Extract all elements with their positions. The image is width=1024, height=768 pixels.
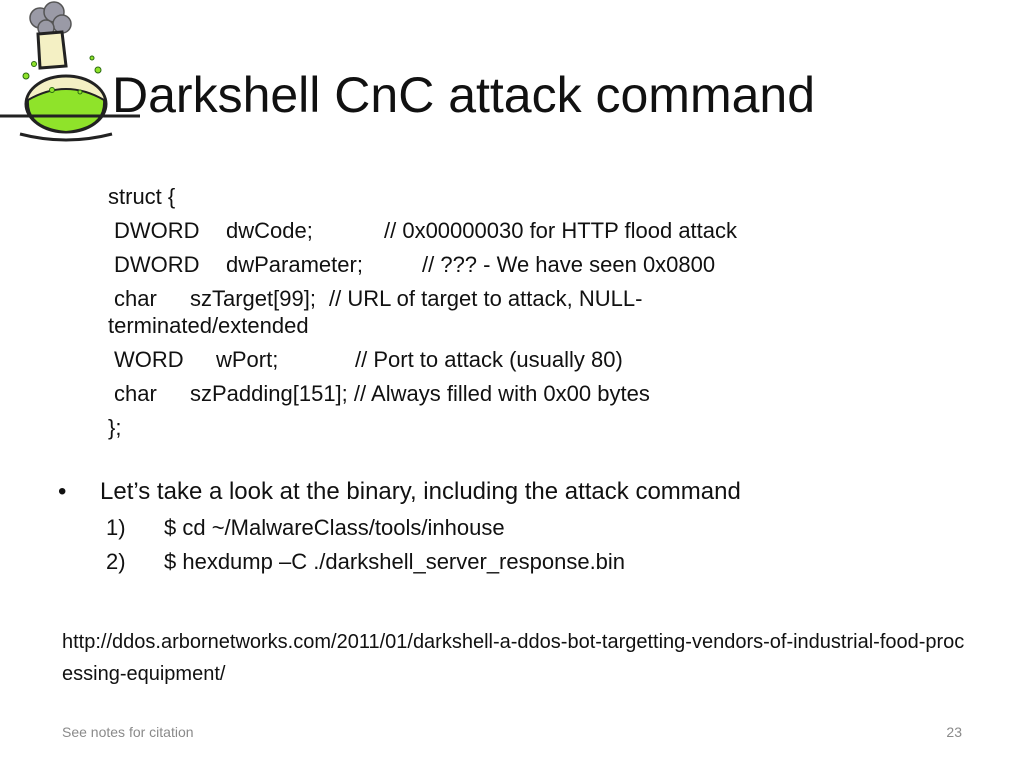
- steps-list: 1) $ cd ~/MalwareClass/tools/inhouse 2) $ …: [106, 511, 986, 579]
- step-command: $ cd ~/MalwareClass/tools/inhouse: [164, 515, 505, 540]
- code-comment: // URL of target to attack, NULL-: [329, 286, 643, 311]
- code-field-name: dwCode;: [226, 218, 313, 243]
- code-line-sztarget: char szTarget[99]; // URL of target to att…: [108, 282, 748, 343]
- code-line-dwparameter: DWORD dwParameter; // ??? - We have seen 0…: [108, 248, 988, 282]
- code-comment: // ??? - We have seen 0x0800: [422, 252, 716, 277]
- bullet-icon: •: [58, 478, 67, 505]
- code-type: WORD: [114, 347, 184, 372]
- page-number: 23: [946, 724, 962, 740]
- footer-note: See notes for citation: [62, 724, 194, 740]
- code-field-name: dwParameter;: [226, 252, 363, 277]
- code-line-szpadding: char szPadding[151]; // Always filled wit…: [108, 377, 988, 411]
- code-line-wport: WORD wPort; // Port to attack (usually 80): [108, 343, 988, 377]
- code-field-name: szPadding[151];: [190, 381, 348, 406]
- code-comment-continuation: terminated/extended: [108, 313, 309, 338]
- step-command: $ hexdump –C ./darkshell_server_response…: [164, 549, 626, 574]
- code-field-name: szTarget[99];: [190, 286, 316, 311]
- code-field-name: wPort;: [216, 347, 279, 372]
- code-comment: // Port to attack (usually 80): [355, 347, 623, 372]
- code-comment: // Always filled with 0x00 bytes: [353, 381, 650, 406]
- code-line-dwcode: DWORD dwCode; // 0x00000030 for HTTP flood…: [108, 214, 988, 248]
- slide-title: Darkshell CnC attack command: [112, 67, 816, 123]
- step-number: 1): [106, 515, 126, 540]
- code-type: char: [114, 381, 157, 406]
- list-item: 1) $ cd ~/MalwareClass/tools/inhouse: [106, 511, 986, 545]
- code-struct-open: struct {: [108, 184, 176, 209]
- bullet-text: Let’s take a look at the binary, includi…: [100, 478, 741, 505]
- code-type: DWORD: [114, 218, 200, 243]
- struct-code-block: struct { DWORD dwCode; // 0x00000030 for H…: [108, 180, 988, 445]
- code-type: DWORD: [114, 252, 200, 277]
- citation-link[interactable]: http://ddos.arbornetworks.com/2011/01/da…: [62, 631, 965, 685]
- chemistry-flask-icon: [0, 1, 140, 142]
- bullet-item: • Let’s take a look at the binary, includ…: [58, 475, 998, 509]
- code-type: char: [114, 286, 157, 311]
- step-number: 2): [106, 549, 126, 574]
- code-struct-close: };: [108, 415, 122, 440]
- code-comment: // 0x00000030 for HTTP flood attack: [384, 218, 738, 243]
- list-item: 2) $ hexdump –C ./darkshell_server_respon…: [106, 545, 986, 579]
